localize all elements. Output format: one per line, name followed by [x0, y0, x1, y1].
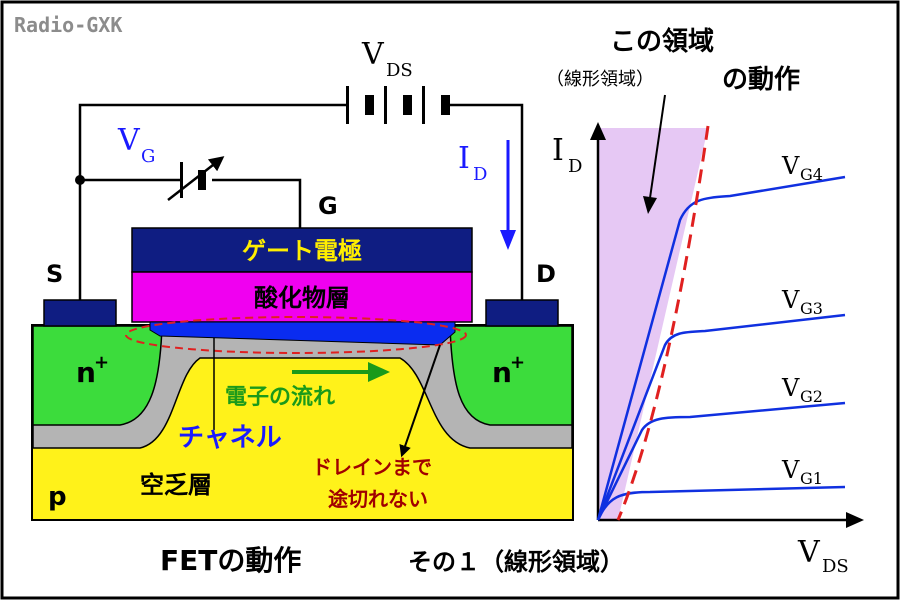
characteristic-curves — [596, 175, 846, 521]
gate-right-wire — [212, 178, 302, 228]
source-n-plus-superscript: + — [94, 352, 109, 373]
region-action: の動作 — [722, 65, 800, 95]
curve-label-vg4-subscript: G4 — [800, 165, 823, 184]
curve-vg1 — [596, 485, 846, 521]
curve-label-vg3-subscript: G3 — [800, 299, 823, 318]
vg-label-subscript: G — [141, 146, 155, 167]
drain-n-plus-superscript: + — [510, 352, 525, 373]
source-terminal-label: S — [46, 260, 63, 288]
drain-note-pointer — [399, 344, 441, 458]
gate-terminal-label: G — [318, 192, 338, 220]
vds-battery-icon — [346, 86, 450, 124]
region-title: この領域 — [610, 26, 714, 57]
source-contact — [43, 299, 117, 327]
drain-top-wire — [447, 103, 524, 300]
id-label-subscript: D — [473, 164, 487, 185]
region-subtitle: （線形領域） — [546, 69, 654, 90]
vds-label-subscript: DS — [386, 60, 413, 81]
vg-label: V — [117, 123, 141, 158]
curve-label-vg4: V — [781, 152, 800, 180]
curve-label-vg1-subscript: G1 — [800, 469, 823, 488]
graph-axes — [590, 122, 864, 528]
saturation-boundary — [616, 125, 710, 521]
curve-label-vg3: V — [781, 286, 800, 314]
oxide-layer — [131, 271, 473, 323]
region-pointer-arrow-icon — [643, 94, 666, 214]
gate-electrode-label: ゲート電極 — [242, 237, 362, 265]
vds-label: V — [361, 37, 385, 72]
drain-note-line2: 途切れない — [328, 487, 428, 511]
source-n-plus-label: n — [76, 356, 96, 389]
drain-n-plus-label: n — [492, 356, 512, 389]
depletion-layer — [32, 325, 573, 449]
electron-flow-arrow-icon — [292, 362, 390, 382]
channel-label: チャネル — [178, 423, 282, 453]
gate-electrode — [131, 227, 473, 273]
circuit-wiring — [78, 103, 524, 300]
electron-flow-label: 電子の流れ — [225, 384, 335, 410]
curve-label-vg1: V — [781, 456, 800, 484]
caption-title: FETの動作 — [160, 544, 301, 577]
drain-n-plus-region — [449, 325, 573, 426]
vg-variable-battery-icon — [167, 156, 225, 201]
curve-label-vg2-subscript: G2 — [800, 387, 823, 406]
curve-vg2 — [596, 401, 846, 521]
source-junction-dot — [75, 175, 85, 185]
curve-label-vg2: V — [781, 374, 800, 402]
channel-highlight-ellipse — [125, 316, 467, 354]
depletion-layer-label: 空乏層 — [140, 471, 212, 499]
caption-subtitle: その１（線形領域） — [408, 548, 624, 576]
source-top-wire — [78, 103, 348, 300]
x-axis-label: V — [797, 535, 821, 570]
source-n-plus-region — [32, 325, 163, 426]
drain-contact — [485, 299, 559, 327]
p-substrate-label: p — [48, 482, 67, 512]
drain-terminal-label: D — [536, 260, 556, 288]
y-axis-subscript: D — [568, 156, 582, 177]
watermark-text: Radio-GXK — [14, 13, 122, 37]
curve-vg3 — [596, 313, 846, 521]
drain-current-arrow-icon — [500, 140, 516, 250]
oxide-layer-label: 酸化物層 — [254, 284, 350, 312]
id-label: I — [458, 141, 470, 176]
drain-note-line1: ドレインまで — [312, 455, 432, 479]
x-axis-subscript: DS — [822, 556, 849, 577]
y-axis-label: I — [552, 133, 564, 168]
curve-vg4 — [596, 175, 846, 521]
